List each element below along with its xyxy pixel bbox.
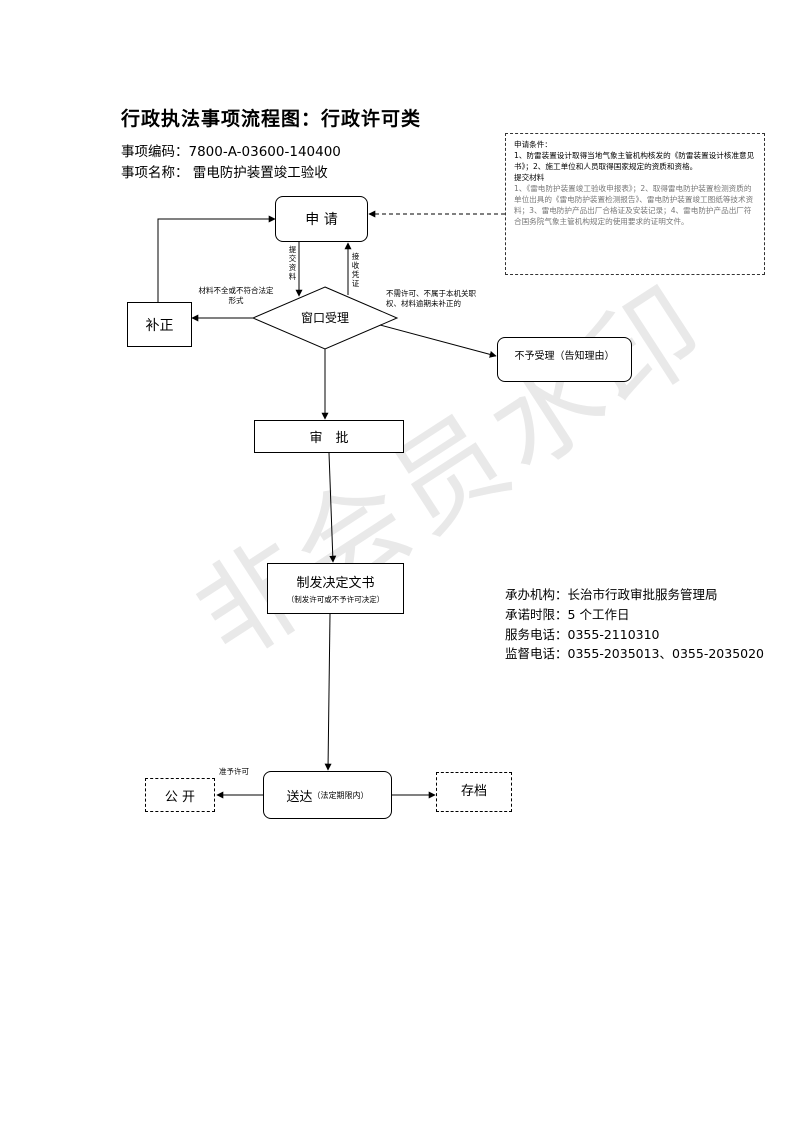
window-label: 窗口受理 — [300, 311, 349, 325]
service-phone-row: 服务电话：0355-2110310 — [505, 624, 660, 643]
page-title: 行政执法事项流程图：行政许可类 — [121, 108, 422, 130]
publish-label: 公 开 — [164, 789, 196, 805]
supervise-phone-value: 0355-2035013、0355-2035020 — [567, 646, 765, 661]
item-code-row: 事项编码：7800-A-03600-140400 — [121, 140, 341, 160]
decision-sublabel: （制发许可或不予许可决定） — [286, 595, 385, 604]
agency-row: 承办机构：长治市行政审批服务管理局 — [505, 584, 718, 603]
service-phone-label: 服务电话： — [505, 627, 568, 642]
supplement-node: 补正 — [127, 302, 192, 347]
item-code: 7800-A-03600-140400 — [188, 144, 341, 160]
incomplete-edge-label: 材料不全或不符合法定形式 — [198, 286, 274, 305]
conditions-text: 1、防雷装置设计取得当地气象主管机构核发的《防雷装置设计核准意见书》；2、施工单… — [514, 151, 755, 171]
to-reject-arrow — [379, 324, 497, 358]
conditions-heading: 申请条件： — [514, 140, 552, 149]
supplement-label: 补正 — [145, 317, 174, 334]
time-label: 承诺时限： — [505, 607, 568, 622]
supervise-phone-label: 监督电话： — [505, 646, 568, 661]
publish-node: 公 开 — [145, 778, 215, 812]
archive-label: 存档 — [460, 784, 487, 799]
service-phone-value: 0355-2110310 — [567, 627, 660, 642]
decision-label: 制发决定文书 — [296, 576, 375, 591]
materials-text: 1、《雷电防护装置竣工验收申报表》；2、取得雷电防护装置检测资质的单位出具的《雷… — [514, 184, 754, 226]
reject-node: 不予受理（告知理由） — [497, 337, 632, 382]
supervise-phone-row: 监督电话：0355-2035013、0355-2035020 — [505, 643, 764, 662]
to-deliver-arrow — [324, 613, 332, 771]
deliver-label: 送达 — [286, 789, 313, 805]
agency-label: 承办机构： — [505, 587, 568, 602]
archive-node: 存档 — [436, 772, 512, 812]
time-value: 5 个工作日 — [567, 607, 630, 622]
decision-node: 制发决定文书 （制发许可或不予许可决定） — [267, 563, 404, 614]
approve-label: 审 批 — [309, 431, 349, 446]
deliver-node: 送达（法定期限内） — [263, 771, 392, 819]
item-name-row: 事项名称： 雷电防护装置竣工验收 — [121, 161, 328, 181]
reject-label: 不予受理（告知理由） — [514, 351, 615, 362]
item-name-label: 事项名称： — [121, 165, 189, 181]
application-conditions-box: 申请条件： 1、防雷装置设计取得当地气象主管机构核发的《防雷装置设计核准意见书》… — [505, 133, 765, 275]
receipt-edge-label: 接收凭证 — [351, 252, 360, 288]
materials-heading: 提交材料 — [514, 173, 545, 182]
approve-node: 审 批 — [254, 420, 404, 453]
time-row: 承诺时限：5 个工作日 — [505, 604, 629, 623]
item-code-label: 事项编码： — [121, 144, 189, 160]
to-decision-arrow — [328, 452, 337, 563]
item-name: 雷电防护装置竣工验收 — [192, 165, 328, 181]
not-permitted-edge-label: 不需许可、不属于本机关职权、材料逾期未补正的 — [386, 289, 476, 308]
submit-edge-label: 提交资料 — [288, 245, 297, 281]
agency-value: 长治市行政审批服务管理局 — [567, 587, 718, 602]
supplement-to-apply-arrow — [157, 215, 276, 302]
grant-edge-label: 准予许可 — [219, 767, 249, 776]
deliver-sublabel: （法定期限内） — [312, 790, 369, 800]
apply-node: 申 请 — [275, 196, 368, 242]
apply-label: 申 请 — [305, 212, 338, 228]
